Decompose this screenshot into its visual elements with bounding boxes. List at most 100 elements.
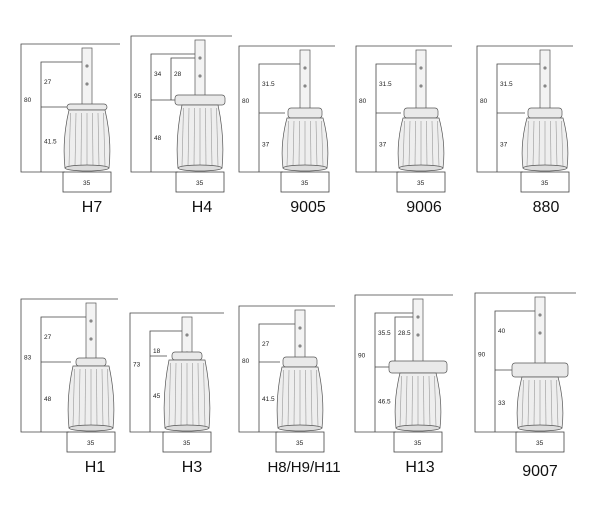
heat-sink-fin	[305, 369, 307, 427]
heat-sink-rim	[398, 164, 444, 172]
outer-dimension-line	[130, 35, 232, 173]
led-stem	[294, 309, 306, 365]
bulb-icon	[281, 49, 329, 172]
heat-sink-rim	[395, 424, 441, 432]
heat-sink-fin	[526, 120, 529, 167]
heat-sink-fin	[72, 368, 75, 427]
lower-height-label: 48	[44, 396, 52, 403]
outer-dimension-line	[129, 312, 224, 433]
stem-rivet	[198, 74, 202, 78]
width-label: 35	[87, 440, 95, 447]
width-label: 35	[296, 440, 304, 447]
width-label: 35	[541, 180, 549, 187]
bulb-base	[403, 107, 439, 119]
lower-height-label: 37	[500, 142, 508, 149]
heat-sink-fin	[84, 368, 86, 427]
upper-height-label-2: 28.5	[398, 330, 411, 337]
heat-sink-rim	[277, 424, 323, 432]
stem-rivet	[416, 315, 420, 319]
bulb-base	[282, 356, 318, 368]
heat-sink-fin	[434, 375, 437, 427]
inner-dimension-line-2	[170, 57, 196, 100]
outer-dimension-line	[354, 294, 453, 433]
inner-dimension-line	[149, 330, 187, 432]
heat-sink-fin	[97, 112, 100, 167]
led-stem	[539, 49, 551, 116]
heat-sink-fin	[411, 375, 413, 427]
led-stem	[194, 39, 206, 103]
heat-sink-rim	[282, 164, 328, 172]
lower-height-label: 48	[154, 135, 162, 142]
width-dimension-box	[515, 431, 565, 453]
width-label: 35	[83, 180, 91, 187]
stem-rivet	[85, 64, 89, 68]
bulb-base	[388, 360, 448, 374]
stem-rivet	[185, 333, 189, 337]
heat-sink-fin	[101, 368, 104, 427]
bulb-base	[171, 351, 203, 361]
heat-sink-fin	[92, 112, 94, 167]
heat-sink-fin	[205, 107, 207, 167]
bulb-type-label: H7	[82, 199, 103, 216]
outer-dimension-line	[355, 45, 452, 173]
stem-rivet	[538, 331, 542, 335]
outer-dimension-line	[238, 305, 335, 433]
bulb-type-label: H3	[182, 459, 203, 476]
width-label: 35	[301, 180, 309, 187]
inner-dimension-line	[258, 323, 300, 432]
width-label: 35	[183, 440, 191, 447]
inner-dimension-line	[494, 310, 540, 432]
heat-sink-fin	[203, 362, 206, 427]
stem-rivet	[543, 66, 547, 70]
bulb-base	[66, 103, 108, 111]
lower-height-label: 46.5	[378, 399, 391, 406]
heat-sink-fin	[321, 120, 324, 167]
bulb-base	[527, 107, 563, 119]
width-dimension-box	[393, 431, 443, 453]
stem-rivet	[298, 326, 302, 330]
total-height-label: 90	[478, 352, 486, 359]
upper-height-label: 40	[498, 328, 506, 335]
heat-sink-fin	[437, 120, 440, 167]
upper-height-label: 31.5	[500, 81, 513, 88]
stem-rivet	[298, 344, 302, 348]
bulb-panel-h8-h9-h11	[238, 305, 335, 453]
heat-sink-fin	[545, 379, 547, 427]
width-label: 35	[414, 440, 422, 447]
inner-dimension-line	[375, 63, 421, 172]
heat-sink-fin	[405, 375, 408, 427]
width-dimension-box	[66, 431, 116, 453]
bulb-panel-h7	[20, 43, 120, 193]
bulb-icon	[67, 302, 115, 432]
bulb-icon	[511, 296, 569, 432]
upper-height-label: 27	[262, 341, 270, 348]
bulb-type-label: 9005	[290, 199, 326, 216]
width-dimension-box	[162, 431, 212, 453]
bulb-panel-9005	[238, 45, 335, 193]
outer-dimension-line	[20, 298, 118, 433]
outer-dimension-line	[20, 43, 120, 173]
heat-sink-rim	[68, 424, 114, 432]
upper-height-label: 34	[154, 71, 162, 78]
heat-sink-fin	[399, 375, 402, 427]
total-height-label: 80	[24, 97, 32, 104]
total-height-label: 95	[134, 93, 142, 100]
inner-dimension-line	[40, 316, 91, 432]
stem-rivet	[419, 66, 423, 70]
heat-sink-rim	[64, 164, 110, 172]
stem-rivet	[198, 56, 202, 60]
heat-sink-fin	[281, 369, 284, 427]
heat-sink-fin	[197, 362, 200, 427]
width-label: 35	[536, 440, 544, 447]
led-stem	[85, 302, 97, 365]
heat-sink-fin	[550, 120, 552, 167]
heat-sink-fin	[187, 107, 190, 167]
bulb-icon	[397, 49, 445, 172]
heat-sink-fin	[103, 112, 106, 167]
bulb-panel-9006	[355, 45, 452, 193]
bulb-base	[75, 357, 107, 367]
heat-sink-fin	[556, 379, 559, 427]
heat-sink-fin	[316, 369, 319, 427]
width-dimension-box	[280, 171, 330, 193]
heat-sink-fin	[216, 107, 219, 167]
